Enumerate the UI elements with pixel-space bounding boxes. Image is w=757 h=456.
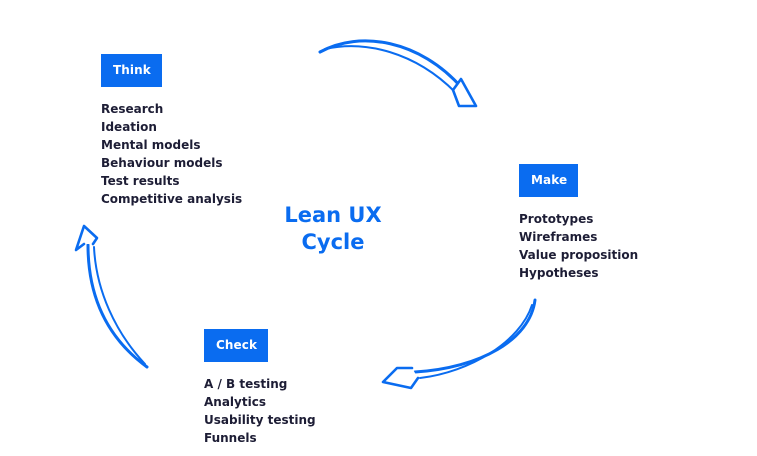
list-item: Wireframes <box>519 230 598 244</box>
diagram-title-line-2: Cycle <box>301 230 365 254</box>
list-item: Behaviour models <box>101 156 223 170</box>
phase-make-label: Make <box>519 164 578 197</box>
list-item: A / B testing <box>204 377 288 391</box>
list-item: Mental models <box>101 138 201 152</box>
check-to-think-arrow <box>74 224 149 369</box>
diagram-title-line-1: Lean UX <box>284 203 382 227</box>
list-item: Test results <box>101 174 180 188</box>
list-item: Ideation <box>101 120 157 134</box>
list-item: Funnels <box>204 431 257 445</box>
phase-make: Make Prototypes Wireframes Value proposi… <box>519 164 638 282</box>
list-item: Analytics <box>204 395 266 409</box>
diagram-title: Lean UX Cycle <box>270 202 396 256</box>
think-to-make-arrow <box>318 39 478 108</box>
phase-think-items: Research Ideation Mental models Behaviou… <box>101 100 242 208</box>
phase-think-label: Think <box>101 54 162 87</box>
phase-check-items: A / B testing Analytics Usability testin… <box>204 375 316 447</box>
phase-check-label: Check <box>204 329 268 362</box>
phase-think: Think Research Ideation Mental models Be… <box>101 54 242 208</box>
list-item: Hypotheses <box>519 266 599 280</box>
phase-check: Check A / B testing Analytics Usability … <box>204 329 316 447</box>
phase-make-items: Prototypes Wireframes Value proposition … <box>519 210 638 282</box>
list-item: Prototypes <box>519 212 594 226</box>
list-item: Competitive analysis <box>101 192 243 206</box>
make-to-check-arrow <box>381 298 537 390</box>
list-item: Research <box>101 102 164 116</box>
list-item: Usability testing <box>204 413 316 427</box>
list-item: Value proposition <box>519 248 639 262</box>
